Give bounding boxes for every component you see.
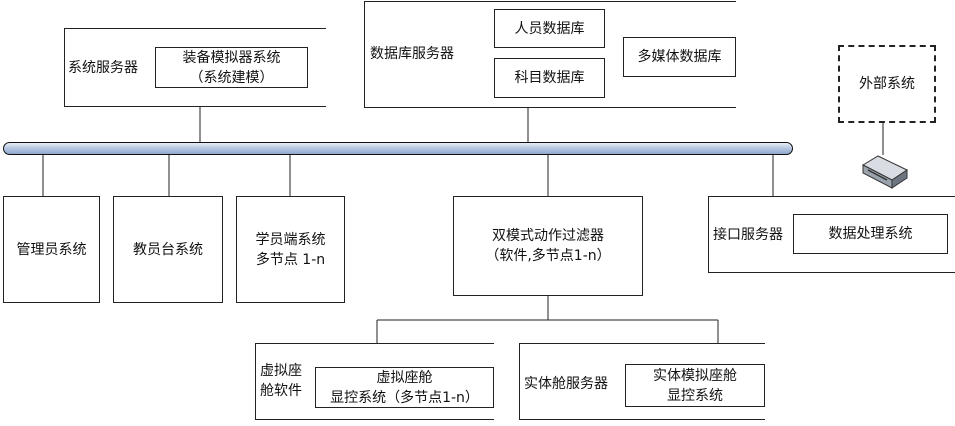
physical-cockpit-label: 实体舱服务器 — [524, 376, 608, 392]
student-system-nodes: 多节点 1-n — [255, 251, 326, 268]
virtual-cockpit-label-line2: 舱软件 — [260, 383, 302, 399]
dual-mode-filter-title: 双模式动作过滤器 — [492, 228, 604, 244]
virtual-cockpit-label-line1: 虚拟座 — [260, 363, 302, 379]
student-system-title: 学员端系统 — [255, 231, 326, 248]
personnel-db-box: 人员数据库 — [494, 9, 605, 48]
instructor-system-label: 教员台系统 — [133, 241, 203, 258]
dual-mode-filter-subtitle: （软件,多节点1-n） — [485, 248, 611, 264]
multimedia-db-label: 多媒体数据库 — [637, 49, 722, 65]
dual-mode-filter-box: 双模式动作过滤器 （软件,多节点1-n） — [453, 196, 643, 296]
network-switch-icon — [861, 155, 909, 189]
interface-server-label: 接口服务器 — [713, 227, 783, 243]
external-system-label: 外部系统 — [859, 76, 915, 92]
data-processing-box: 数据处理系统 — [793, 214, 948, 254]
equipment-simulator-subtitle: （系统建模） — [189, 69, 274, 86]
data-processing-label: 数据处理系统 — [828, 226, 913, 242]
physical-cockpit-display-subtitle: 显控系统 — [667, 387, 723, 404]
physical-cockpit-display-box: 实体模拟座舱 显控系统 — [625, 364, 765, 407]
database-server-label: 数据库服务器 — [370, 46, 454, 62]
network-bus — [3, 142, 793, 155]
personnel-db-label: 人员数据库 — [514, 20, 585, 37]
subject-db-box: 科目数据库 — [494, 58, 605, 98]
virtual-cockpit-label: 虚拟座 舱软件 — [260, 361, 302, 401]
equipment-simulator-title: 装备模拟器系统 — [182, 49, 281, 66]
admin-system-label: 管理员系统 — [16, 241, 87, 258]
student-system-box: 学员端系统 多节点 1-n — [236, 196, 345, 303]
virtual-cockpit-display-box: 虚拟座舱 显控系统（多节点1-n） — [315, 367, 494, 408]
physical-cockpit-display-title: 实体模拟座舱 — [653, 367, 737, 384]
external-system-box: 外部系统 — [838, 45, 936, 123]
instructor-system-box: 教员台系统 — [113, 196, 223, 303]
virtual-cockpit-display-subtitle: 显控系统（多节点1-n） — [330, 389, 479, 406]
system-server-label: 系统服务器 — [68, 60, 138, 76]
admin-system-box: 管理员系统 — [3, 196, 100, 303]
virtual-cockpit-display-title: 虚拟座舱 — [376, 369, 433, 386]
equipment-simulator-box: 装备模拟器系统 （系统建模） — [155, 47, 308, 88]
subject-db-label: 科目数据库 — [514, 70, 585, 86]
multimedia-db-box: 多媒体数据库 — [623, 37, 736, 77]
